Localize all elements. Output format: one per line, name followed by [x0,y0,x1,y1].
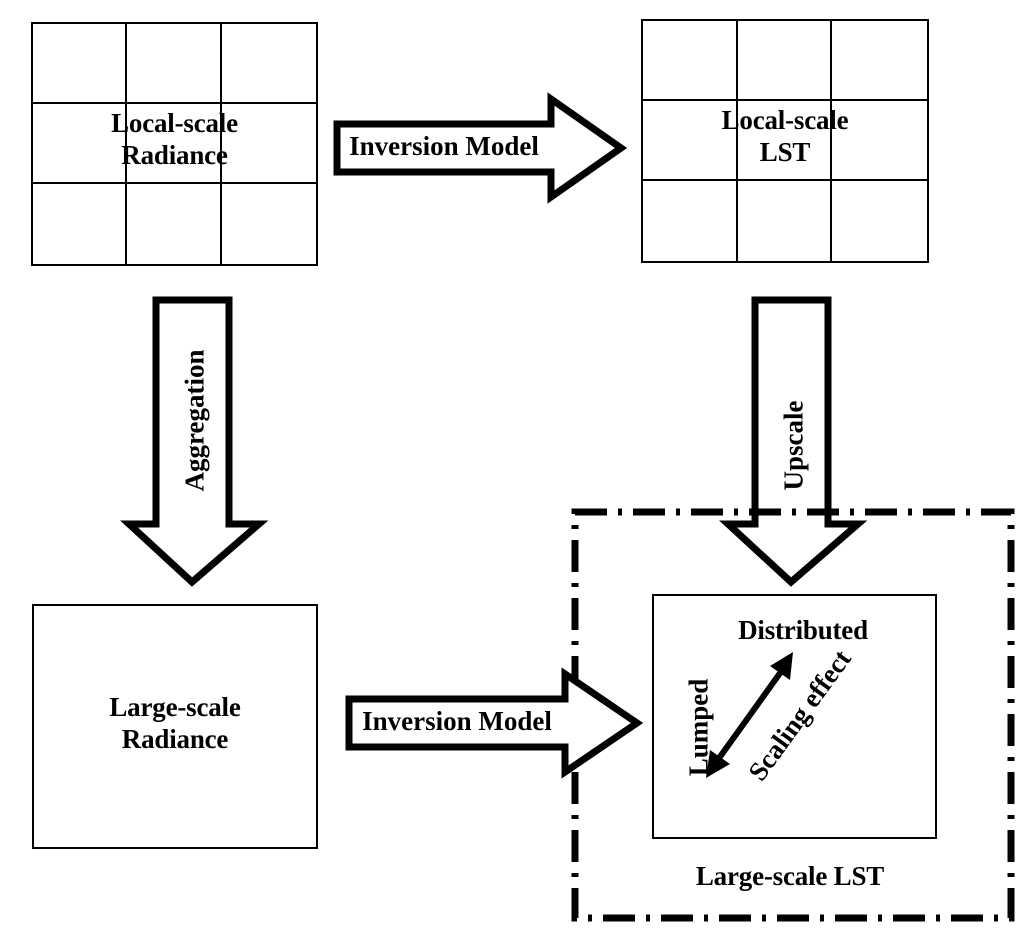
label-inversion-model-bottom: Inversion Model [362,706,552,736]
grid-cell [221,104,316,184]
grid-cell [127,24,222,104]
arrow-aggregation [120,296,269,587]
node-local-scale-lst [641,19,929,263]
grid-cell [737,21,833,101]
grid-cell [33,184,128,264]
grid-cell [832,181,927,261]
label-inversion-model-top: Inversion Model [349,131,539,161]
grid-cell [33,104,128,184]
node-large-scale-radiance [32,604,318,849]
grid-cell [643,21,738,101]
label-upscale: Upscale [778,400,809,491]
grid-cell [737,101,833,181]
grid-cell [643,181,738,261]
grid-cell [643,101,738,181]
node-local-scale-radiance [31,22,318,266]
grid-cell [33,24,128,104]
arrow-inversion-model-bottom [345,667,644,779]
node-lst-inner-box [652,594,937,839]
grid-cell [222,184,316,264]
grid-cell [832,101,927,181]
arrow-inversion-model-top [333,92,628,204]
grid-cell [832,21,927,101]
arrow-scaling-effect [706,652,793,778]
grid-cell [738,181,833,261]
grid-cell [127,104,222,184]
grid-cell [127,184,222,264]
label-aggregation: Aggregation [179,349,210,492]
grid-cell [221,24,316,104]
